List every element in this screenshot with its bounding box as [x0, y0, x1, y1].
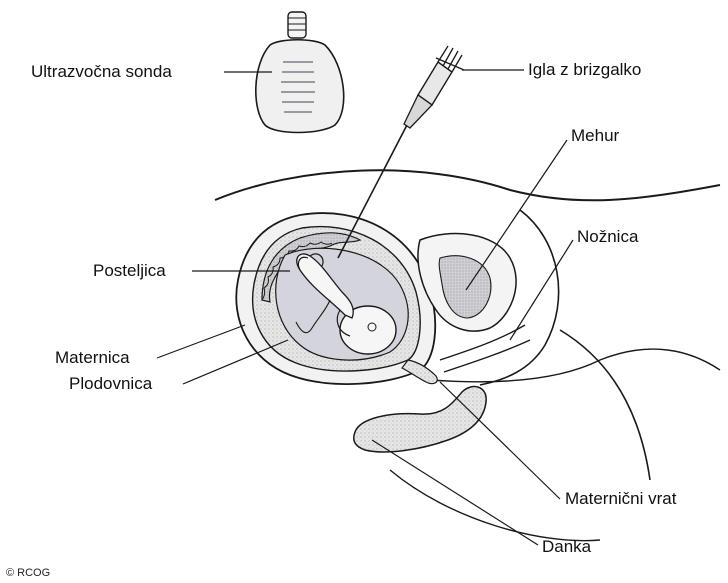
leader-rectum [372, 440, 538, 545]
label-rectum: Danka [542, 537, 591, 557]
label-uterus: Maternica [55, 348, 130, 368]
label-needle-syringe: Igla z brizgalko [528, 60, 641, 80]
probe-body [256, 40, 344, 133]
leader-uterus [157, 325, 245, 358]
leader-vagina [510, 240, 573, 340]
label-bladder: Mehur [571, 126, 619, 146]
leader-bladder [466, 140, 567, 290]
abdominal-wall-outline [215, 170, 720, 200]
label-ultrasound-probe: Ultrazvočna sonda [31, 62, 172, 82]
label-vagina: Nožnica [577, 227, 638, 247]
label-placenta: Posteljica [93, 261, 166, 281]
pelvic-floor-contour [430, 349, 720, 382]
vagina-canal-lower [444, 340, 530, 372]
lower-back-contour [560, 330, 650, 480]
label-amniotic-sac: Plodovnica [69, 374, 152, 394]
label-cervix: Maternični vrat [565, 489, 676, 509]
rectum-shape [354, 387, 486, 452]
leader-cervix [440, 382, 560, 499]
copyright-notice: © RCOG [6, 567, 50, 579]
probe-cable-neck [288, 12, 306, 38]
